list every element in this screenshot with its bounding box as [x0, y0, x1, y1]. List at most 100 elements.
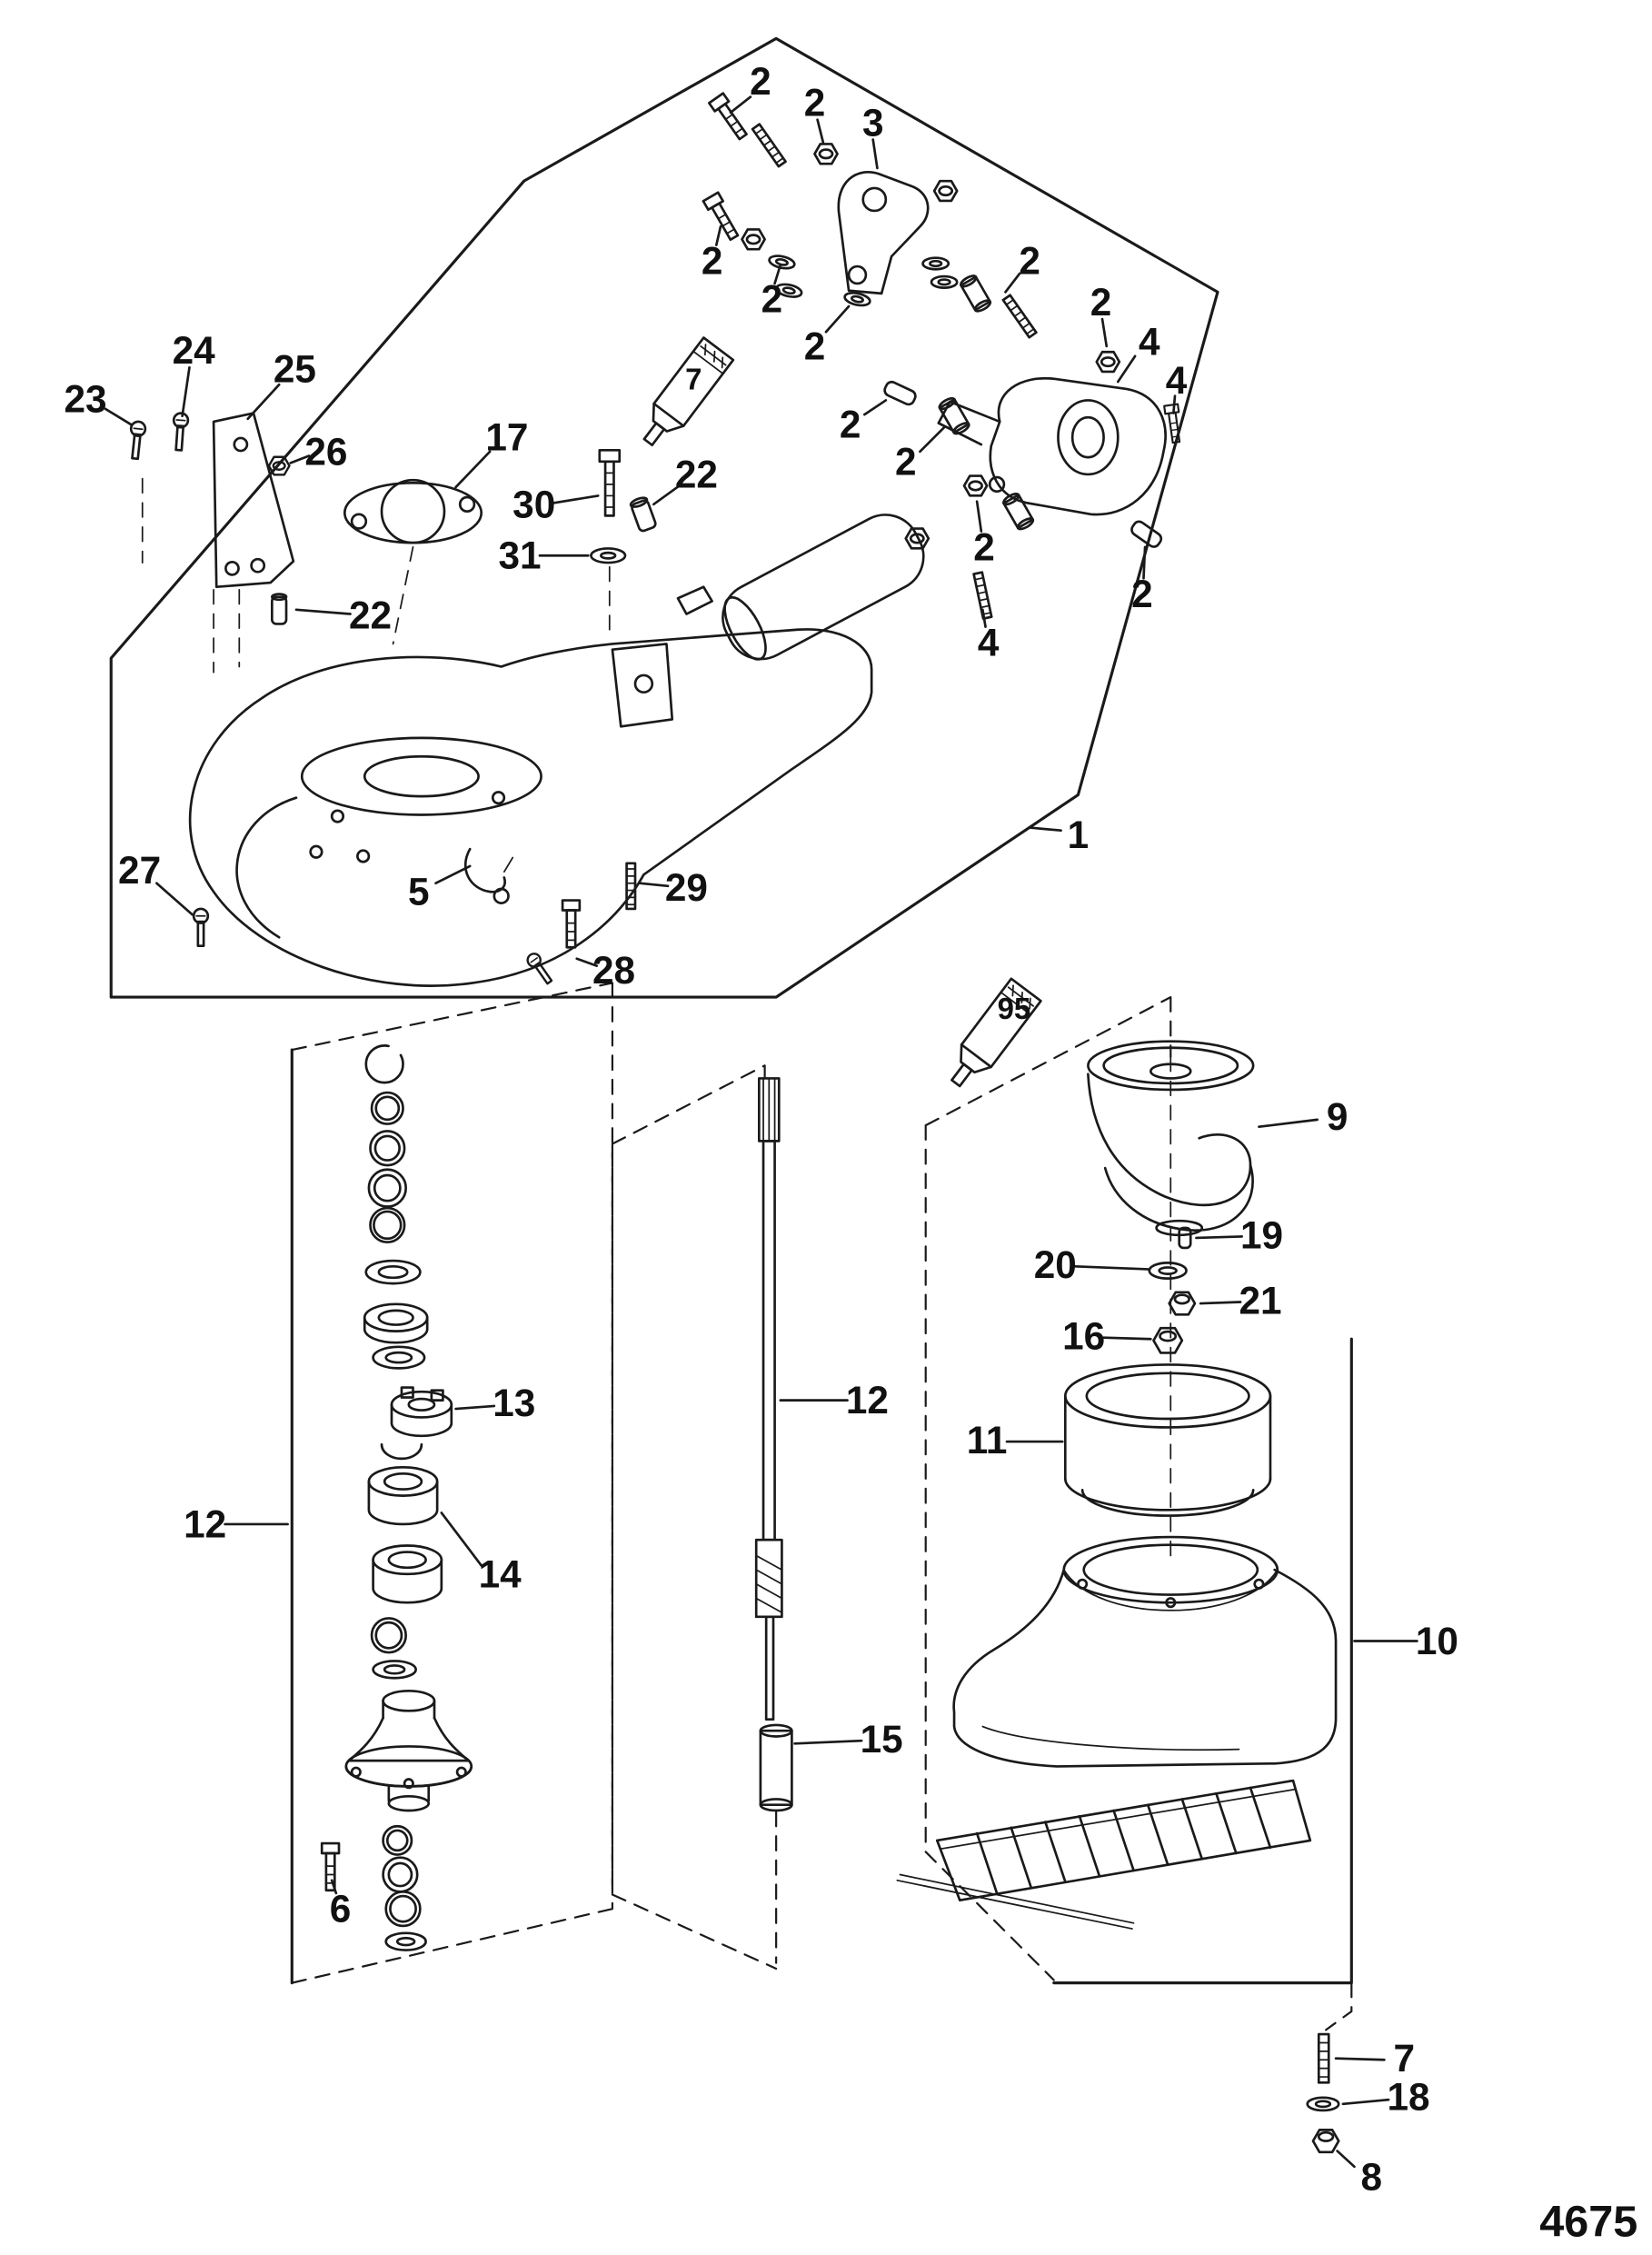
callout-leader-2-4	[773, 264, 782, 285]
callout-17-19: 17	[485, 416, 528, 459]
callout-leader-15-35	[793, 1739, 863, 1745]
callout-26-18: 26	[304, 430, 347, 473]
callout-leader-7-44	[1334, 2057, 1386, 2061]
callout-10-43: 10	[1416, 1620, 1458, 1662]
callout-2-10: 2	[840, 404, 861, 446]
callout-18-45: 18	[1387, 2076, 1429, 2119]
callout-31-21: 31	[499, 534, 542, 577]
roller-bearing-14a	[367, 1465, 439, 1526]
callout-leader-21-40	[1199, 1301, 1242, 1305]
detail-boundary-top	[109, 36, 1219, 999]
callout-leader-20-39	[1073, 1264, 1149, 1271]
callout-7-44: 7	[1394, 2037, 1416, 2080]
impeller-9	[1087, 1040, 1255, 1237]
callout-15-35: 15	[861, 1718, 903, 1761]
stud-7	[1317, 2032, 1330, 2084]
callout-leader-2-11	[919, 425, 946, 454]
callout-leader-29-27	[638, 882, 670, 888]
callout-leader-22-23	[294, 608, 352, 615]
callout-leader-26-18	[289, 454, 311, 464]
impeller-key-19	[1178, 1226, 1192, 1250]
callout-2-7: 2	[1090, 281, 1112, 324]
gasket-flange-17	[343, 478, 483, 544]
callout-29-27: 29	[665, 866, 708, 909]
callout-14-32: 14	[479, 1552, 522, 1595]
nut-8	[1311, 2129, 1340, 2154]
callout-30-20: 30	[513, 483, 555, 525]
callout-22-23: 22	[349, 594, 392, 637]
figure-number: 4675	[1539, 2198, 1637, 2247]
callout-27-24: 27	[118, 849, 161, 892]
callout-23-16: 23	[65, 377, 107, 420]
callout-leader-22-22	[652, 484, 681, 506]
bolt-30	[598, 448, 622, 517]
callout-leader-13-31	[454, 1404, 496, 1411]
callout-leader-19-38	[1195, 1235, 1243, 1240]
callout-3-2: 3	[862, 101, 884, 144]
driveshaft-housing-1	[188, 514, 925, 987]
callout-leader-9-37	[1258, 1118, 1319, 1129]
callout-leader-4-9	[1172, 394, 1177, 414]
washer-31	[590, 547, 627, 564]
bearing-seal-stack-12	[344, 1044, 473, 1951]
callout-2-6: 2	[1019, 239, 1040, 282]
callout-leader-18-45	[1341, 2098, 1390, 2106]
callout-leader-2-7	[1100, 317, 1109, 348]
callout-1-28: 1	[1068, 813, 1090, 856]
callout-2-4: 2	[761, 278, 783, 321]
callout-95-36: 95	[998, 992, 1031, 1025]
mount-bracket-25	[212, 412, 295, 589]
sealant-tube-7	[642, 336, 735, 447]
roller-bearing-14b	[372, 1544, 443, 1604]
callout-leader-14-32	[440, 1512, 483, 1567]
callout-leader-27-24	[155, 882, 194, 916]
callout-20-39: 20	[1034, 1243, 1077, 1286]
callout-22-22: 22	[675, 453, 718, 495]
callout-11-42: 11	[967, 1419, 1008, 1462]
callout-2-1: 2	[804, 81, 826, 124]
intake-grate	[896, 1779, 1312, 1930]
sealant-tube-95	[950, 977, 1042, 1088]
callout-25-17: 25	[274, 347, 316, 390]
callout-leader-2-5	[824, 304, 851, 334]
nut-16	[1152, 1326, 1184, 1354]
callout-5-25: 5	[408, 871, 430, 913]
callout-leader-2-10	[862, 399, 888, 416]
callout-2-0: 2	[750, 60, 771, 103]
callout-24-15: 24	[173, 329, 216, 372]
callout-leader-2-1	[816, 118, 825, 145]
callout-leader-2-12	[975, 500, 983, 533]
callout-16-41: 16	[1062, 1315, 1105, 1358]
jet-pump-housing-10	[952, 1535, 1338, 1768]
callout-leader-16-41	[1102, 1336, 1152, 1341]
dowel-22b	[271, 593, 288, 625]
callout-28-26: 28	[592, 949, 635, 992]
bearing-carrier-housing	[344, 1690, 473, 1812]
callout-21-40: 21	[1239, 1279, 1281, 1322]
callout-12-30: 12	[184, 1502, 226, 1545]
callout-leader-5-25	[434, 864, 472, 885]
locknut-21	[1168, 1291, 1197, 1316]
callout-leader-4-13	[981, 608, 987, 628]
callout-2-5: 2	[804, 324, 826, 367]
detail-boundaries-bottom	[141, 477, 1353, 2031]
swivel-bracket-4	[937, 376, 1167, 516]
callout-leader-2-0	[729, 95, 752, 115]
callout-13-31: 13	[493, 1382, 535, 1424]
callout-4-9: 4	[1166, 359, 1188, 402]
callout-leader-2-6	[1004, 272, 1021, 294]
callout-9-37: 9	[1327, 1095, 1348, 1138]
driveshaft-12	[754, 1077, 783, 1721]
callout-4-13: 4	[978, 621, 1000, 664]
impeller-washer-20	[1148, 1262, 1188, 1280]
callout-4-8: 4	[1139, 321, 1160, 364]
callout-leader-4-8	[1116, 354, 1137, 384]
dowel-22a	[629, 496, 657, 533]
callout-7-29: 7	[685, 362, 702, 395]
callout-2-3: 2	[702, 239, 723, 282]
bearing-carrier-cam-13	[390, 1386, 453, 1438]
wear-ring-11	[1063, 1363, 1272, 1517]
